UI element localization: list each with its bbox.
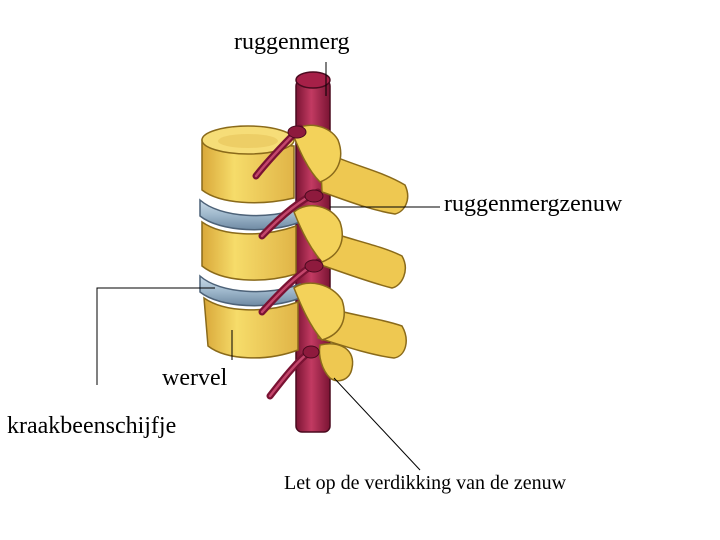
vertebra-2 [201, 204, 343, 281]
label-spinal-cord: ruggenmerg [234, 29, 350, 55]
leader-lines [96, 62, 440, 471]
leader-note [333, 377, 421, 471]
label-disc: kraakbeenschijfje [7, 413, 177, 439]
vertebra-3 [203, 282, 354, 382]
label-note: Let op de verdikking van de zenuw [284, 472, 567, 494]
label-vertebra: wervel [162, 365, 228, 391]
leader-disc [96, 287, 215, 385]
nerve-ganglia [287, 125, 324, 359]
label-spinal-nerve: ruggenmergzenuw [444, 191, 623, 217]
